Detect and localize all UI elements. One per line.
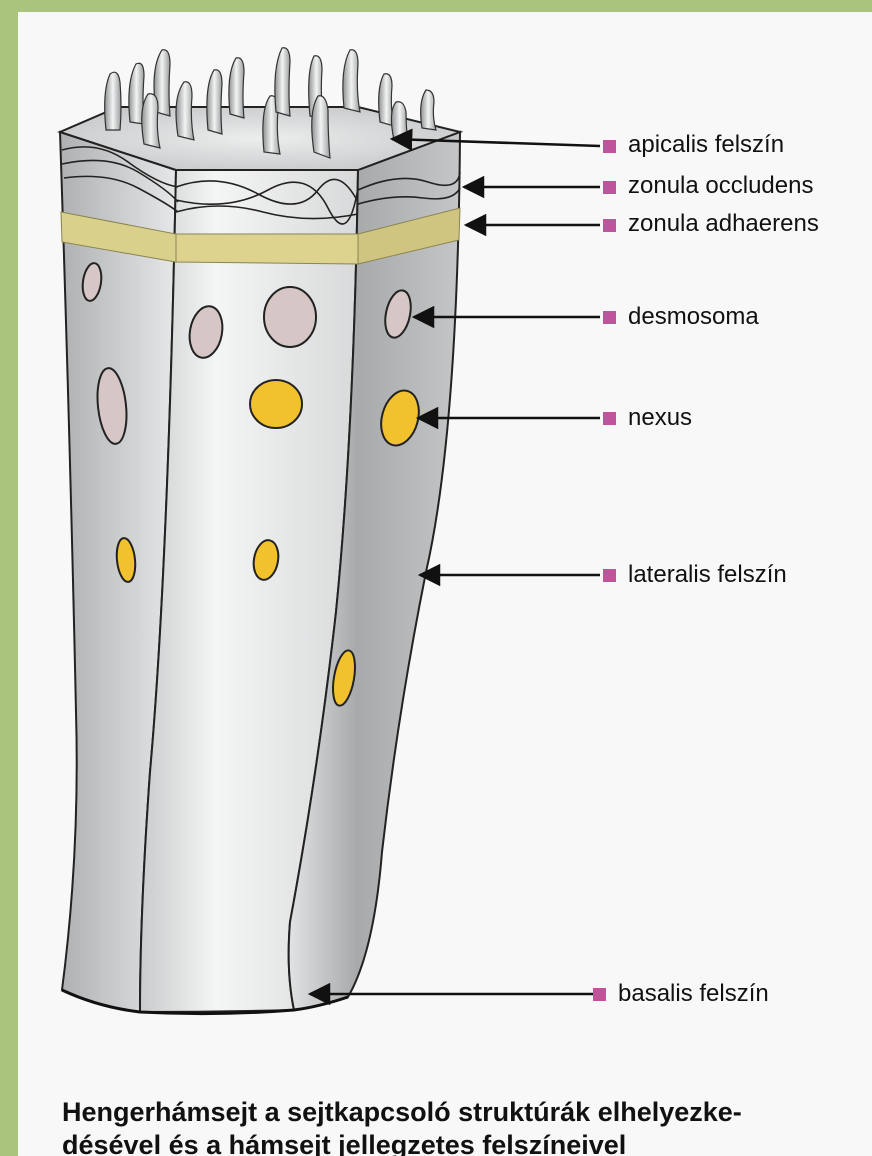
zonula-adhaerens-band-front bbox=[176, 234, 358, 264]
label-zonula-occludens: zonula occludens bbox=[628, 172, 813, 200]
bullet-zonula-adhaerens bbox=[603, 219, 616, 232]
bullet-lateralis bbox=[603, 569, 616, 582]
label-zonula-adhaerens: zonula adhaerens bbox=[628, 210, 819, 238]
bullet-nexus bbox=[603, 412, 616, 425]
figure-caption: Hengerhámsejt a sejtkapcsoló struktúrák … bbox=[62, 1096, 862, 1156]
figure-frame: apicalis felszín zonula occludens zonula… bbox=[18, 12, 872, 1156]
label-lateralis: lateralis felszín bbox=[628, 561, 787, 589]
label-apicalis: apicalis felszín bbox=[628, 131, 784, 159]
bullet-apicalis bbox=[603, 140, 616, 153]
bullet-basalis bbox=[593, 988, 606, 1001]
bullet-desmosoma bbox=[603, 311, 616, 324]
label-basalis: basalis felszín bbox=[618, 980, 769, 1008]
bullet-zonula-occludens bbox=[603, 181, 616, 194]
label-nexus: nexus bbox=[628, 404, 692, 432]
label-desmosoma: desmosoma bbox=[628, 303, 759, 331]
